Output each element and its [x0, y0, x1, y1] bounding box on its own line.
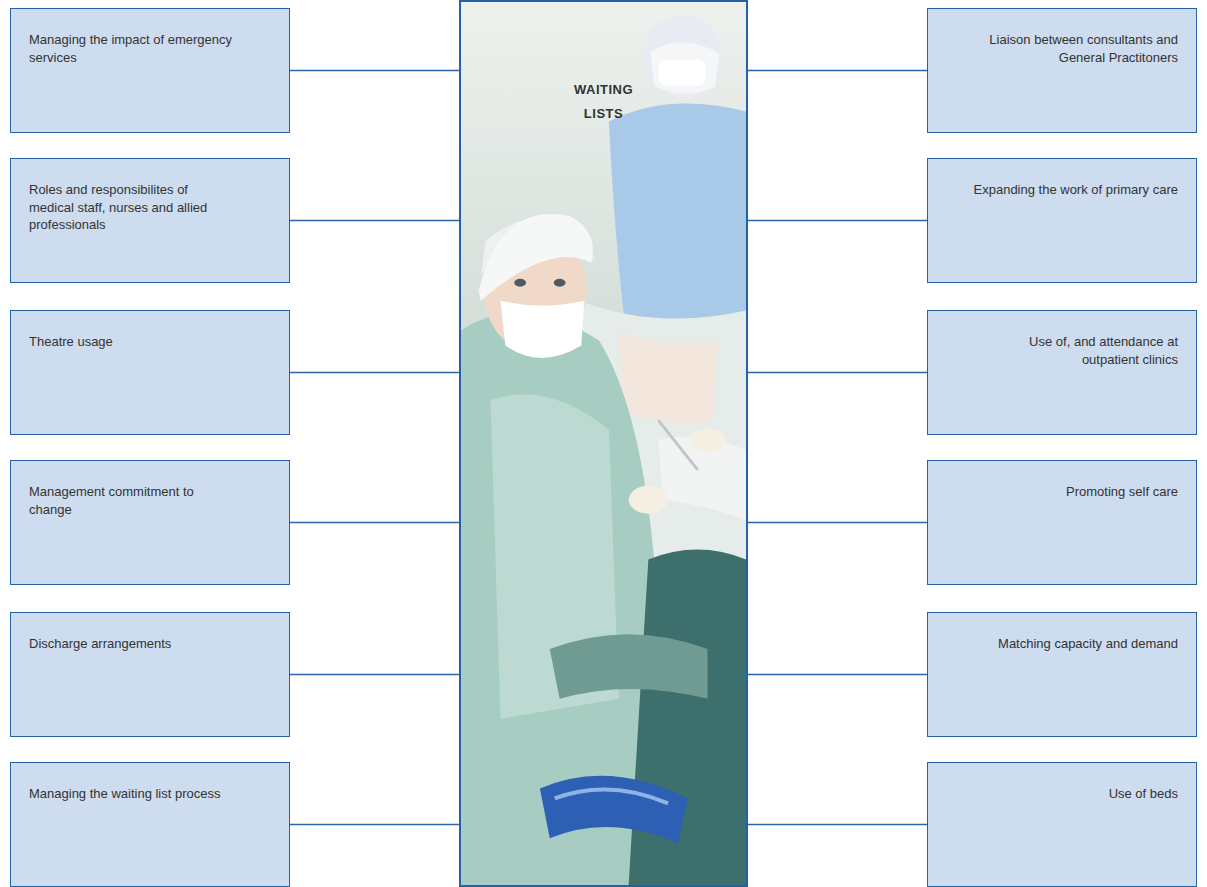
connector-line: [290, 674, 459, 676]
topic-label: Theatre usage: [29, 333, 234, 351]
topic-label: Use of beds: [973, 785, 1178, 803]
topic-box: Management commitment to change: [10, 460, 290, 585]
topic-box: Promoting self care: [927, 460, 1197, 585]
topic-label: Discharge arrangements: [29, 635, 234, 653]
connector-line: [748, 70, 927, 72]
topic-label: Liaison between consultants and General …: [973, 31, 1178, 66]
connector-line: [290, 522, 459, 524]
topic-label: Matching capacity and demand: [973, 635, 1178, 653]
topic-box: Managing the waiting list process: [10, 762, 290, 887]
topic-box: Managing the impact of emergency service…: [10, 8, 290, 133]
topic-box: Use of beds: [927, 762, 1197, 887]
topic-box: Use of, and attendance at outpatient cli…: [927, 310, 1197, 435]
topic-label: Promoting self care: [973, 483, 1178, 501]
connector-line: [290, 70, 459, 72]
topic-label: Managing the waiting list process: [29, 785, 234, 803]
topic-label: Managing the impact of emergency service…: [29, 31, 234, 66]
topic-box: Theatre usage: [10, 310, 290, 435]
surgery-photo: [461, 2, 746, 885]
connector-line: [290, 372, 459, 374]
topic-box: Discharge arrangements: [10, 612, 290, 737]
connector-line: [290, 220, 459, 222]
connector-line: [290, 824, 459, 826]
connector-line: [748, 220, 927, 222]
topic-label: Roles and responsibilites of medical sta…: [29, 181, 234, 234]
connector-line: [748, 824, 927, 826]
topic-label: Expanding the work of primary care: [973, 181, 1178, 199]
topic-box: Roles and responsibilites of medical sta…: [10, 158, 290, 283]
topic-label: Management commitment to change: [29, 483, 234, 518]
topic-box: Matching capacity and demand: [927, 612, 1197, 737]
connector-line: [748, 674, 927, 676]
panel-title: WAITING LISTS: [559, 78, 649, 126]
topic-box: Expanding the work of primary care: [927, 158, 1197, 283]
topic-box: Liaison between consultants and General …: [927, 8, 1197, 133]
topic-label: Use of, and attendance at outpatient cli…: [973, 333, 1178, 368]
connector-line: [748, 372, 927, 374]
photo-panel: WAITING LISTS: [459, 0, 748, 887]
connector-line: [748, 522, 927, 524]
